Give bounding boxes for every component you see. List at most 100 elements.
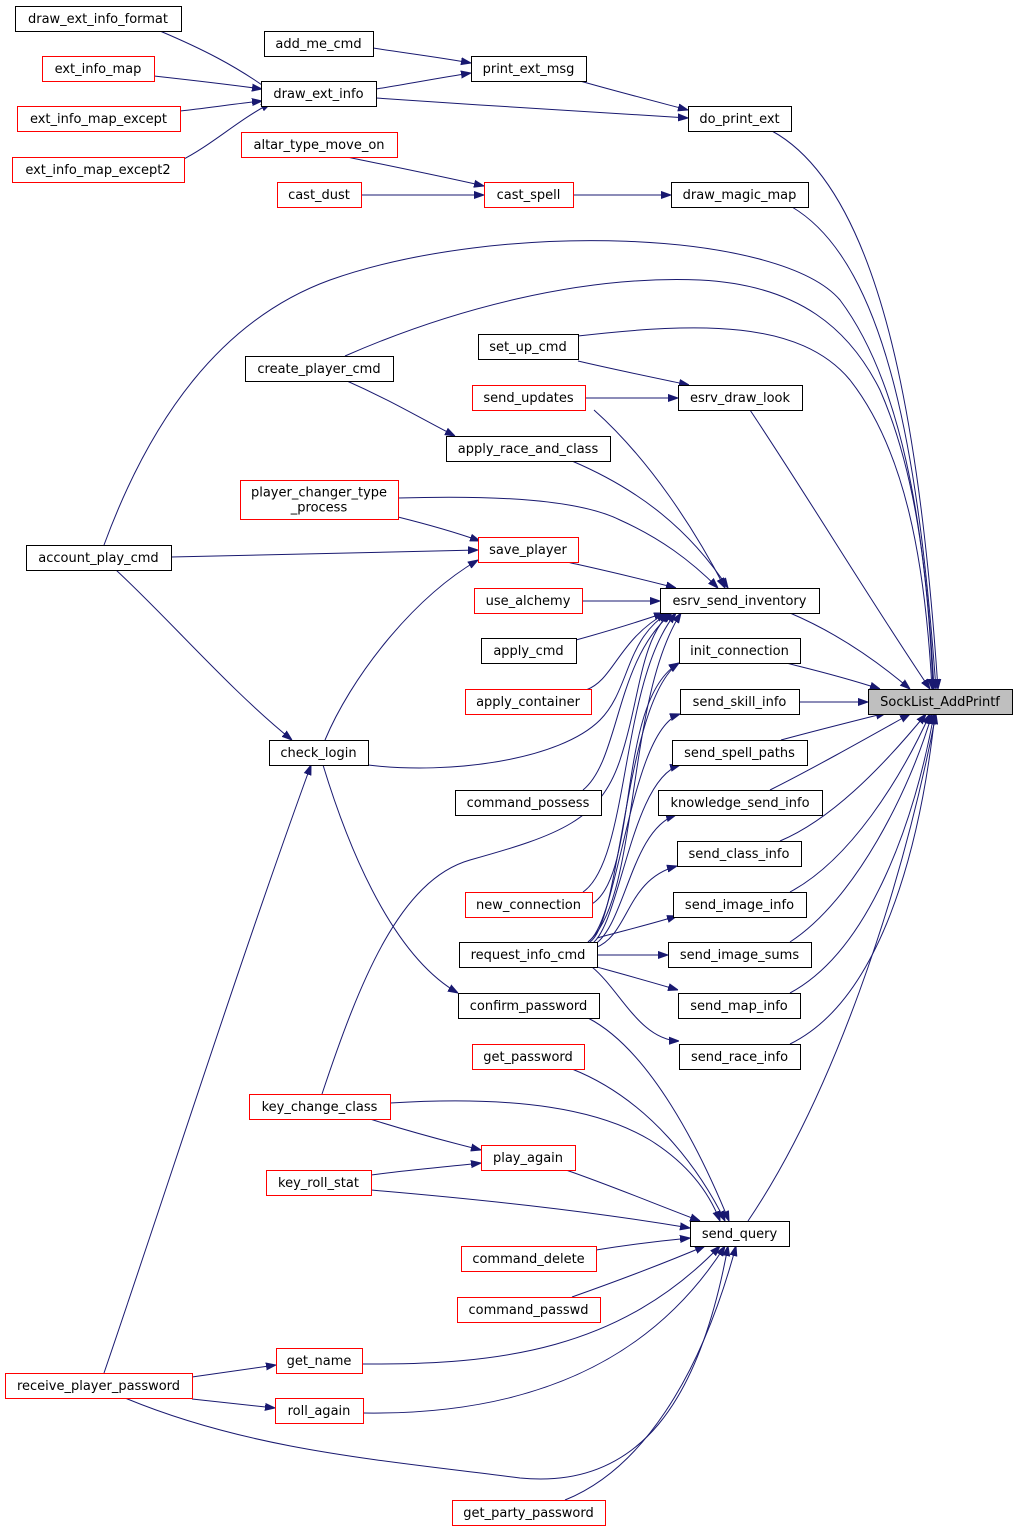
node-send-race-info[interactable]: send_race_info [679, 1044, 801, 1070]
node-request-info-cmd[interactable]: request_info_cmd [459, 942, 598, 968]
node-do-print-ext[interactable]: do_print_ext [688, 106, 792, 132]
node-label: esrv_send_inventory [673, 594, 807, 609]
edge-e-cl-cp [322, 764, 458, 993]
node-key-change-class[interactable]: key_change_class [249, 1094, 391, 1120]
node-label: apply_cmd [493, 644, 563, 659]
node-box [671, 182, 809, 208]
node-account-play-cmd[interactable]: account_play_cmd [26, 545, 172, 571]
node-cast-dust[interactable]: cast_dust [277, 182, 362, 208]
node-box [42, 56, 155, 82]
node-send-skill-info[interactable]: send_skill_info [680, 689, 800, 715]
edge-e-ric-ssi [587, 714, 680, 943]
node-label: ext_info_map_except2 [25, 163, 170, 178]
edge-e-apc-sp [170, 550, 478, 558]
node-draw-ext-info-format[interactable]: draw_ext_info_format [15, 6, 182, 32]
node-label: send_spell_paths [684, 746, 795, 761]
edge-e-def-dei [159, 30, 272, 92]
node-label: ext_info_map [55, 62, 142, 77]
node-new-connection[interactable]: new_connection [465, 892, 593, 918]
node-command-possess[interactable]: command_possess [455, 790, 602, 816]
edge-e-sis-sock [789, 714, 932, 943]
node-label: check_login [280, 746, 356, 761]
node-label: draw_ext_info [273, 87, 363, 102]
node-box [678, 993, 801, 1019]
node-box [474, 588, 583, 614]
node-send-map-info[interactable]: send_map_info [678, 993, 801, 1019]
node-apply-race-and-class[interactable]: apply_race_and_class [446, 436, 611, 462]
node-box [277, 182, 362, 208]
node-use-alchemy[interactable]: use_alchemy [474, 588, 583, 614]
node-label: get_name [287, 1354, 352, 1369]
node-send-class-info[interactable]: send_class_info [677, 841, 802, 867]
edge-e-suc-sock [577, 327, 932, 689]
node-receive-player-password[interactable]: receive_player_password [5, 1373, 193, 1399]
node-send-image-sums[interactable]: send_image_sums [668, 942, 812, 968]
edge-e-cl-esi [367, 613, 668, 769]
edge-e-ric-ic [589, 663, 679, 943]
node-apply-container[interactable]: apply_container [465, 689, 592, 715]
node-altar-type-move-on[interactable]: altar_type_move_on [241, 132, 398, 158]
edge-e-krs-pa [370, 1163, 481, 1176]
node-draw-magic-map[interactable]: draw_magic_map [671, 182, 809, 208]
edge-e-nc-ic [589, 663, 679, 906]
edge-e-sq-sock [747, 714, 936, 1222]
node-key-roll-stat[interactable]: key_roll_stat [266, 1170, 372, 1196]
node-get-name[interactable]: get_name [276, 1348, 363, 1374]
node-socklist-addprintf[interactable]: SockList_AddPrintf [868, 689, 1013, 715]
node-send-image-info[interactable]: send_image_info [673, 892, 807, 918]
node-label: get_password [483, 1050, 573, 1065]
node-ext-info-map[interactable]: ext_info_map [42, 56, 155, 82]
node-esrv-send-inventory[interactable]: esrv_send_inventory [660, 588, 820, 614]
node-box [264, 31, 374, 57]
node-play-again[interactable]: play_again [481, 1145, 576, 1171]
node-esrv-draw-look[interactable]: esrv_draw_look [678, 385, 803, 411]
node-ext-info-map-except2[interactable]: ext_info_map_except2 [12, 157, 185, 183]
node-roll-again[interactable]: roll_again [275, 1398, 364, 1424]
edge-e-rpp-sq [124, 1246, 728, 1480]
edge-e-gn-sq [361, 1246, 720, 1365]
edge-e-atm-cs [346, 156, 484, 186]
node-box [481, 638, 577, 664]
node-knowledge-send-info[interactable]: knowledge_send_info [658, 790, 823, 816]
edge-e-pct-sp [397, 516, 480, 541]
node-box [458, 993, 600, 1019]
node-label: _process [290, 501, 348, 516]
node-player-changer-type-process[interactable]: player_changer_type_process [240, 480, 399, 520]
node-ext-info-map-except[interactable]: ext_info_map_except [17, 106, 181, 132]
node-label: key_change_class [262, 1100, 378, 1115]
node-box [17, 106, 181, 132]
node-label: esrv_draw_look [690, 391, 791, 406]
node-init-connection[interactable]: init_connection [679, 638, 801, 664]
node-apply-cmd[interactable]: apply_cmd [481, 638, 577, 664]
edge-e-cpwd-sq [571, 1246, 705, 1298]
node-cast-spell[interactable]: cast_spell [484, 182, 574, 208]
node-label: cast_dust [288, 188, 350, 203]
edge-e-ksi-sock [769, 714, 910, 791]
node-label: play_again [493, 1151, 563, 1166]
edge-e-apc-cl [115, 569, 292, 740]
node-box [673, 892, 807, 918]
node-box [678, 385, 803, 411]
node-label: knowledge_send_info [670, 796, 809, 811]
node-box [484, 182, 574, 208]
node-confirm-password[interactable]: confirm_password [458, 993, 600, 1019]
node-command-delete[interactable]: command_delete [461, 1246, 597, 1272]
edge-e-ric-sii [596, 916, 677, 939]
node-get-password[interactable]: get_password [472, 1044, 585, 1070]
node-add-me-cmd[interactable]: add_me_cmd [264, 31, 374, 57]
node-send-spell-paths[interactable]: send_spell_paths [672, 740, 808, 766]
node-send-updates[interactable]: send_updates [472, 385, 586, 411]
node-create-player-cmd[interactable]: create_player_cmd [245, 356, 394, 382]
node-command-passwd[interactable]: command_passwd [457, 1297, 601, 1323]
node-check-login[interactable]: check_login [269, 740, 369, 766]
node-get-party-password[interactable]: get_party_password [452, 1500, 606, 1526]
edge-e-cpc-sock [344, 279, 933, 689]
node-save-player[interactable]: save_player [478, 537, 579, 563]
edge-e-pct-esi [397, 496, 718, 588]
node-set-up-cmd[interactable]: set_up_cmd [478, 334, 579, 360]
node-send-query[interactable]: send_query [690, 1221, 790, 1247]
node-draw-ext-info[interactable]: draw_ext_info [261, 81, 377, 107]
node-print-ext-msg[interactable]: print_ext_msg [471, 56, 587, 82]
node-box [680, 689, 800, 715]
edge-e-sri-sock [789, 714, 935, 1045]
